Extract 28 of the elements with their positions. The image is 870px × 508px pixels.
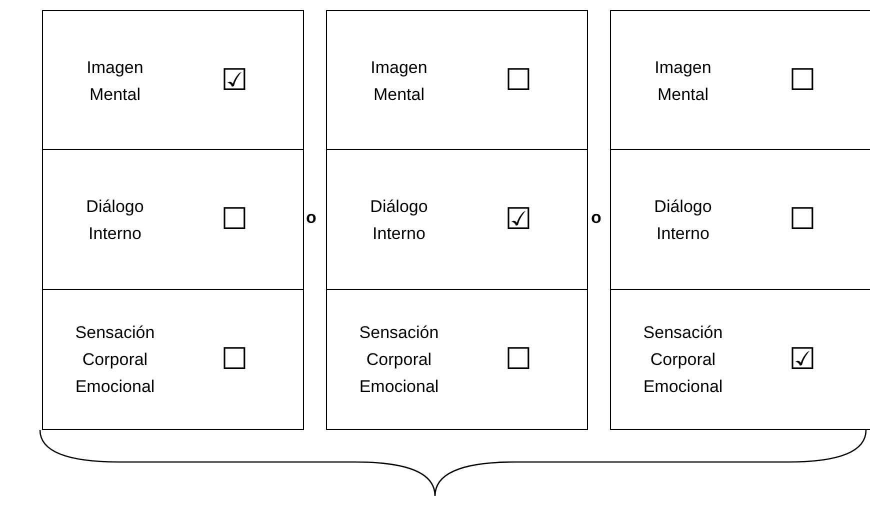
option-text: Diálogo Interno [653, 196, 713, 244]
checkbox-symbol: ☐ [505, 65, 532, 97]
connector-word: o [306, 208, 316, 228]
checkbox-symbol: ☑ [505, 204, 532, 236]
checkbox-symbol: ☐ [221, 344, 248, 376]
connector-word: o [591, 208, 602, 228]
checkbox-symbol: ☐ [505, 344, 532, 376]
option-text: Sensación Corporal Emocional [358, 322, 440, 398]
option-text: Imagen Mental [86, 57, 144, 106]
table-cell [42, 10, 304, 150]
table-cell [42, 288, 304, 430]
checkbox-symbol: ☑ [221, 65, 248, 97]
checkbox-symbol: ☐ [221, 204, 248, 236]
table-cell [326, 10, 588, 150]
table-cell [326, 148, 588, 290]
option-text: Imagen Mental [654, 57, 712, 106]
table-cell [42, 148, 304, 290]
option-text: Sensación Corporal Emocional [74, 322, 156, 398]
table-cell [610, 10, 870, 150]
table-cell [326, 288, 588, 430]
option-text: Diálogo Interno [85, 196, 145, 244]
checkbox-symbol: ☑ [789, 344, 816, 376]
table-cell [610, 288, 870, 430]
option-text: Sensación Corporal Emocional [642, 322, 724, 398]
option-text: Diálogo Interno [369, 196, 429, 244]
option-text: Imagen Mental [370, 57, 428, 106]
checkbox-symbol: ☐ [789, 65, 816, 97]
checkbox-symbol: ☐ [789, 204, 816, 236]
